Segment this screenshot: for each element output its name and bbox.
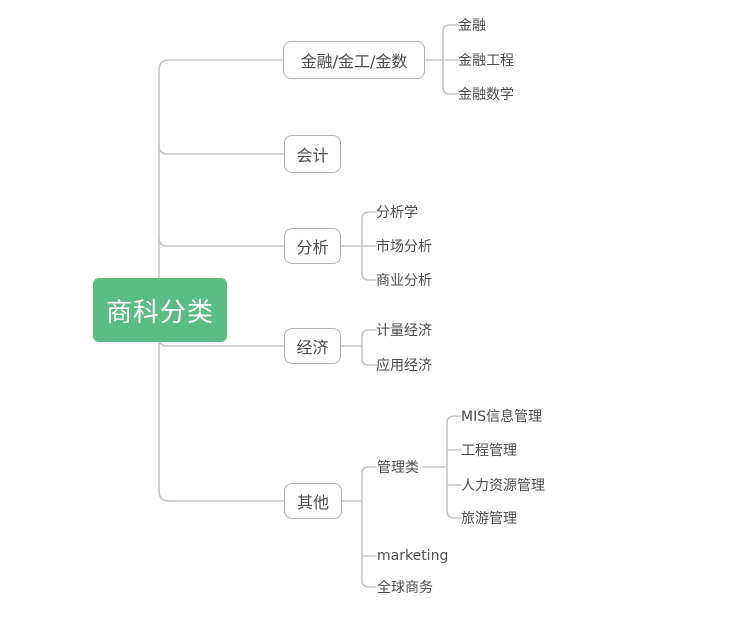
leaf-node-econometrics[interactable]: 计量经济 — [376, 323, 432, 339]
leaf-node-management-group[interactable]: 管理类 — [377, 460, 419, 476]
leaf-node-applied-economics[interactable]: 应用经济 — [376, 358, 432, 374]
branch-line-accounting — [158, 144, 285, 155]
leaf-node-finance[interactable]: 金融 — [458, 18, 486, 34]
root-node-business-categories[interactable]: 商科分类 — [93, 278, 227, 342]
branch-node-analytics[interactable]: 分析 — [284, 228, 341, 264]
leaf-node-mis-information-management[interactable]: MIS信息管理 — [461, 409, 543, 425]
leaf-node-marketing[interactable]: marketing — [377, 548, 449, 564]
leaf-node-financial-engineering[interactable]: 金融工程 — [458, 53, 514, 69]
branch-node-accounting[interactable]: 会计 — [284, 135, 341, 173]
management-bracket — [446, 415, 462, 519]
branch-line-analytics — [158, 237, 285, 247]
leaf-node-hr-management[interactable]: 人力资源管理 — [461, 478, 545, 494]
leaf-node-engineering-management[interactable]: 工程管理 — [461, 443, 517, 459]
branch-node-others[interactable]: 其他 — [284, 483, 342, 519]
others-bracket — [361, 466, 377, 588]
leaf-node-financial-math[interactable]: 金融数学 — [458, 87, 514, 103]
leaf-node-business-analysis[interactable]: 商业分析 — [376, 273, 432, 289]
leaf-node-market-analysis[interactable]: 市场分析 — [376, 239, 432, 255]
branch-node-economics[interactable]: 经济 — [284, 328, 341, 364]
leaf-node-analytics-study[interactable]: 分析学 — [376, 205, 418, 221]
economics-bracket — [361, 329, 377, 366]
branch-node-finance-group[interactable]: 金融/金工/金数 — [283, 41, 425, 79]
leaf-node-tourism-management[interactable]: 旅游管理 — [461, 511, 517, 527]
leaf-node-global-business[interactable]: 全球商务 — [377, 580, 433, 596]
